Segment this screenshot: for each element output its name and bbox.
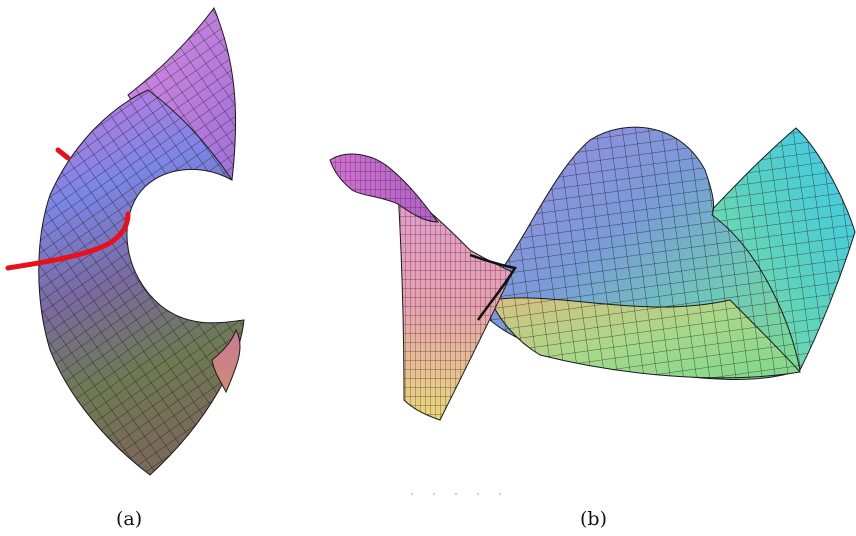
caption-a: (a) — [116, 508, 143, 530]
panel-a-lower-flap — [211, 328, 241, 394]
panel-b-surface — [329, 126, 856, 421]
panel-a-red-curve-top — [55, 147, 71, 161]
separator-dots — [410, 492, 502, 496]
panel-a-surface — [5, 6, 245, 476]
panel-b-crease — [469, 253, 517, 321]
panel-a-red-curve — [5, 211, 131, 271]
caption-b: (b) — [580, 508, 607, 530]
